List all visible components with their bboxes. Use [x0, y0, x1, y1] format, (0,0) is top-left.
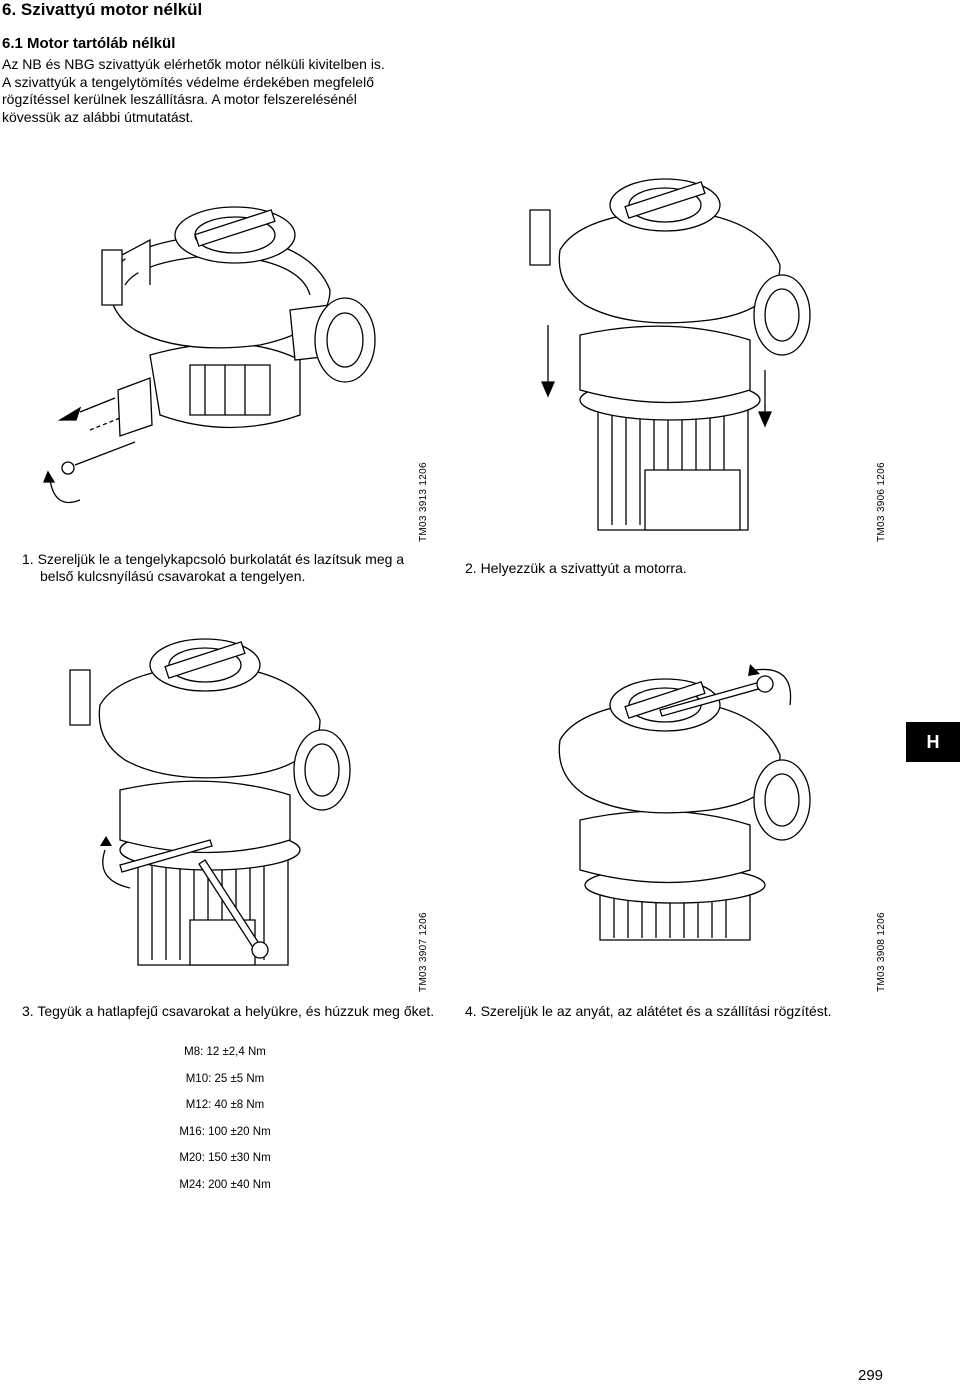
- figure-caption: 1. Szereljük le a tengelykapcsoló burkol…: [22, 551, 405, 584]
- intro-line: Az NB és NBG szivattyúk elérhetők motor …: [2, 56, 385, 72]
- figure-caption: 4. Szereljük le az anyát, az alátétet és…: [465, 1003, 832, 1019]
- figure-code: TM03 3906 1206: [876, 462, 887, 542]
- pump-motor-illustration: [520, 150, 840, 540]
- torque-value: M12: 40 ±8 Nm: [185, 1099, 265, 1111]
- pump-illustration: [40, 180, 400, 510]
- figure-code: TM03 3908 1206: [876, 912, 887, 992]
- intro-paragraph: Az NB és NBG szivattyúk elérhetők motor …: [2, 56, 422, 126]
- torque-list: M8: 12 ±2,4 Nm M10: 25 ±5 Nm M12: 40 ±8 …: [120, 1046, 330, 1205]
- figure-caption: 3. Tegyük a hatlapfejű csavarokat a hely…: [22, 1003, 435, 1019]
- figure-code: TM03 3907 1206: [418, 912, 429, 992]
- figure-2-pump-onto-motor: [520, 150, 840, 540]
- pump-wrench-illustration: [60, 610, 380, 980]
- intro-line: kövessük az alábbi útmutatást.: [2, 108, 194, 125]
- torque-value: M10: 25 ±5 Nm: [185, 1072, 265, 1085]
- page-number: 299: [858, 1367, 884, 1384]
- figure-code: TM03 3913 1206: [418, 462, 429, 542]
- torque-value: M16: 100 ±20 Nm: [179, 1125, 271, 1138]
- figure-1-pump-remove-coupling-guard: [40, 180, 400, 510]
- language-tab: H: [906, 722, 960, 762]
- subsection-title: 6.1 Motor tartóláb nélkül: [2, 35, 176, 52]
- figure-4-remove-transport-fixture: [520, 660, 840, 950]
- figure-3-tighten-hex-screws: [60, 610, 380, 980]
- torque-value: M8: 12 ±2,4 Nm: [184, 1046, 266, 1058]
- torque-value: M20: 150 ±30 Nm: [179, 1152, 271, 1164]
- torque-value: M24: 200 ±40 Nm: [179, 1178, 271, 1191]
- intro-line: rögzítéssel kerülnek leszállításra. A mo…: [2, 91, 357, 107]
- figure-caption: 2. Helyezzük a szivattyút a motorra.: [465, 560, 687, 576]
- intro-line: A szivattyúk a tengelytömítés védelme ér…: [2, 73, 374, 90]
- pump-spanner-illustration: [520, 664, 840, 950]
- section-title: 6. Szivattyú motor nélkül: [2, 0, 203, 19]
